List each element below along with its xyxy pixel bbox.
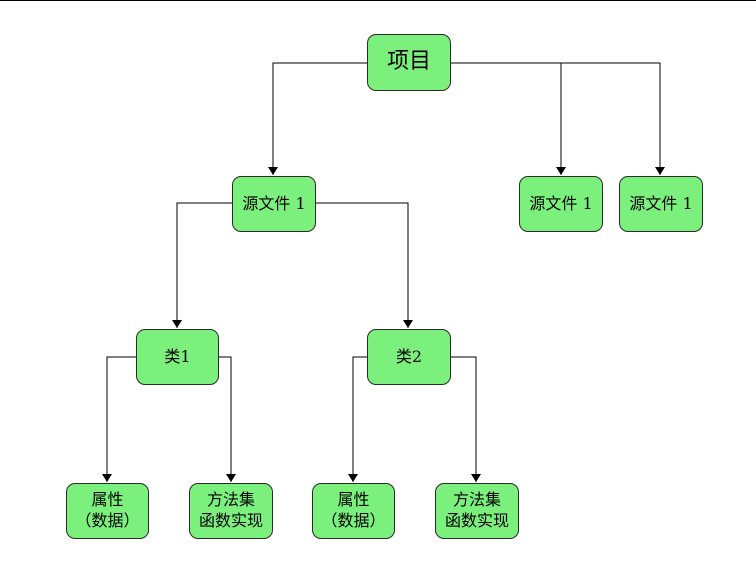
- node-source-file-2-label: 源文件 1: [529, 193, 593, 213]
- node-project: 项目: [367, 34, 451, 91]
- node-project-label: 项目: [386, 49, 431, 75]
- node-attributes-1-line1: 属性: [91, 490, 124, 510]
- edge-class1-method1: [219, 356, 236, 482]
- node-source-file-2: 源文件 1: [519, 176, 603, 232]
- node-source-file-3-label: 源文件 1: [629, 193, 693, 213]
- node-class-1: 类1: [136, 329, 219, 385]
- node-source-file-1-label: 源文件 1: [242, 193, 306, 213]
- edge-class2-method2: [451, 356, 481, 482]
- node-methods-2-line1: 方法集: [452, 490, 501, 510]
- node-class-1-label: 类1: [164, 346, 191, 366]
- node-methods-2-line2: 函数实现: [444, 511, 509, 530]
- node-methods-1: 方法集 函数实现: [189, 483, 273, 539]
- node-attributes-2: 属性 （数据）: [312, 483, 395, 539]
- edge-src-a-class1: [172, 202, 232, 328]
- edge-root-src-a: [268, 62, 367, 175]
- edge-root-src-c: [561, 62, 665, 175]
- node-methods-2: 方法集 函数实现: [435, 483, 519, 539]
- node-attributes-2-line1: 属性: [337, 490, 370, 510]
- node-class-2: 类2: [367, 329, 451, 385]
- node-attributes-2-line2: （数据）: [321, 511, 386, 530]
- top-border-line: [0, 0, 756, 1]
- node-attributes-1: 属性 （数据）: [66, 483, 149, 539]
- node-class-2-label: 类2: [395, 346, 423, 366]
- edge-src-a-class2: [316, 202, 413, 328]
- edge-class1-attr1: [102, 356, 136, 482]
- node-source-file-1: 源文件 1: [232, 176, 316, 232]
- edge-class2-attr2: [348, 356, 367, 482]
- node-methods-1-line1: 方法集: [206, 490, 255, 510]
- node-methods-1-line2: 函数实现: [198, 511, 263, 530]
- edge-root-src-b: [451, 62, 566, 175]
- node-attributes-1-line2: （数据）: [75, 511, 140, 530]
- node-source-file-3: 源文件 1: [619, 176, 703, 232]
